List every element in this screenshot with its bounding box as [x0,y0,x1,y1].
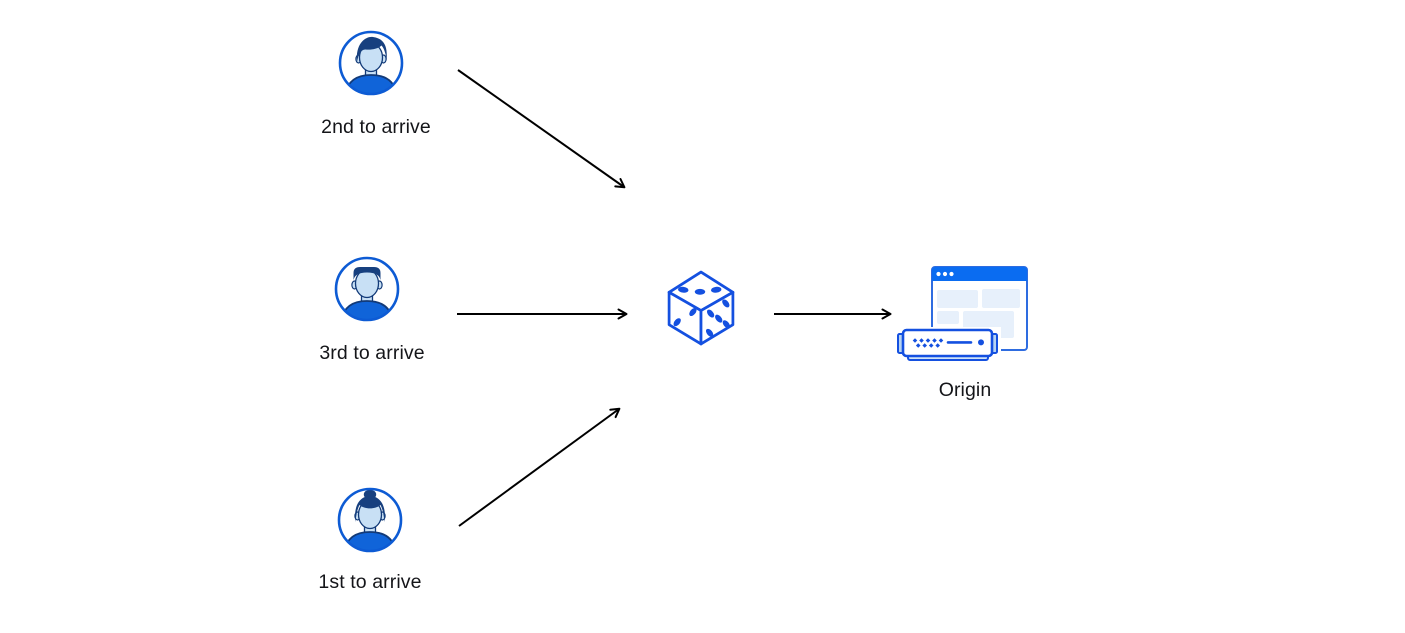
origin-label: Origin [938,379,992,401]
browser-titlebar [932,267,1027,281]
client-node-second [338,30,404,96]
server-appliance [894,327,1001,364]
client-label-second: 2nd to arrive [321,116,431,138]
dice-icon [667,270,735,346]
avatar-ring [334,256,400,322]
client-label-first: 1st to arrive [318,571,422,593]
origin-server-browser-icon [894,266,1028,364]
avatar-hair-framing [355,496,385,522]
avatar-ring [337,487,403,553]
user-avatar-icon [337,487,403,553]
dice-pips [673,286,730,337]
user-avatar-icon [338,30,404,96]
client-node-third [334,256,400,322]
arrow-client1-to-dice [458,407,621,527]
server-indicator-dot [978,339,984,346]
client-node-first [337,487,403,553]
avatar-ring [338,30,404,96]
randomizer-node [666,269,736,347]
client-label-third: 3rd to arrive [319,342,425,364]
browser-titlebar-dots [936,271,954,277]
avatar-hair-side-swept [356,36,387,63]
arrow-client2-to-dice [457,69,626,189]
origin-node [894,262,1030,364]
avatar-hair-flat-top [353,267,381,280]
user-avatar-icon [334,256,400,322]
